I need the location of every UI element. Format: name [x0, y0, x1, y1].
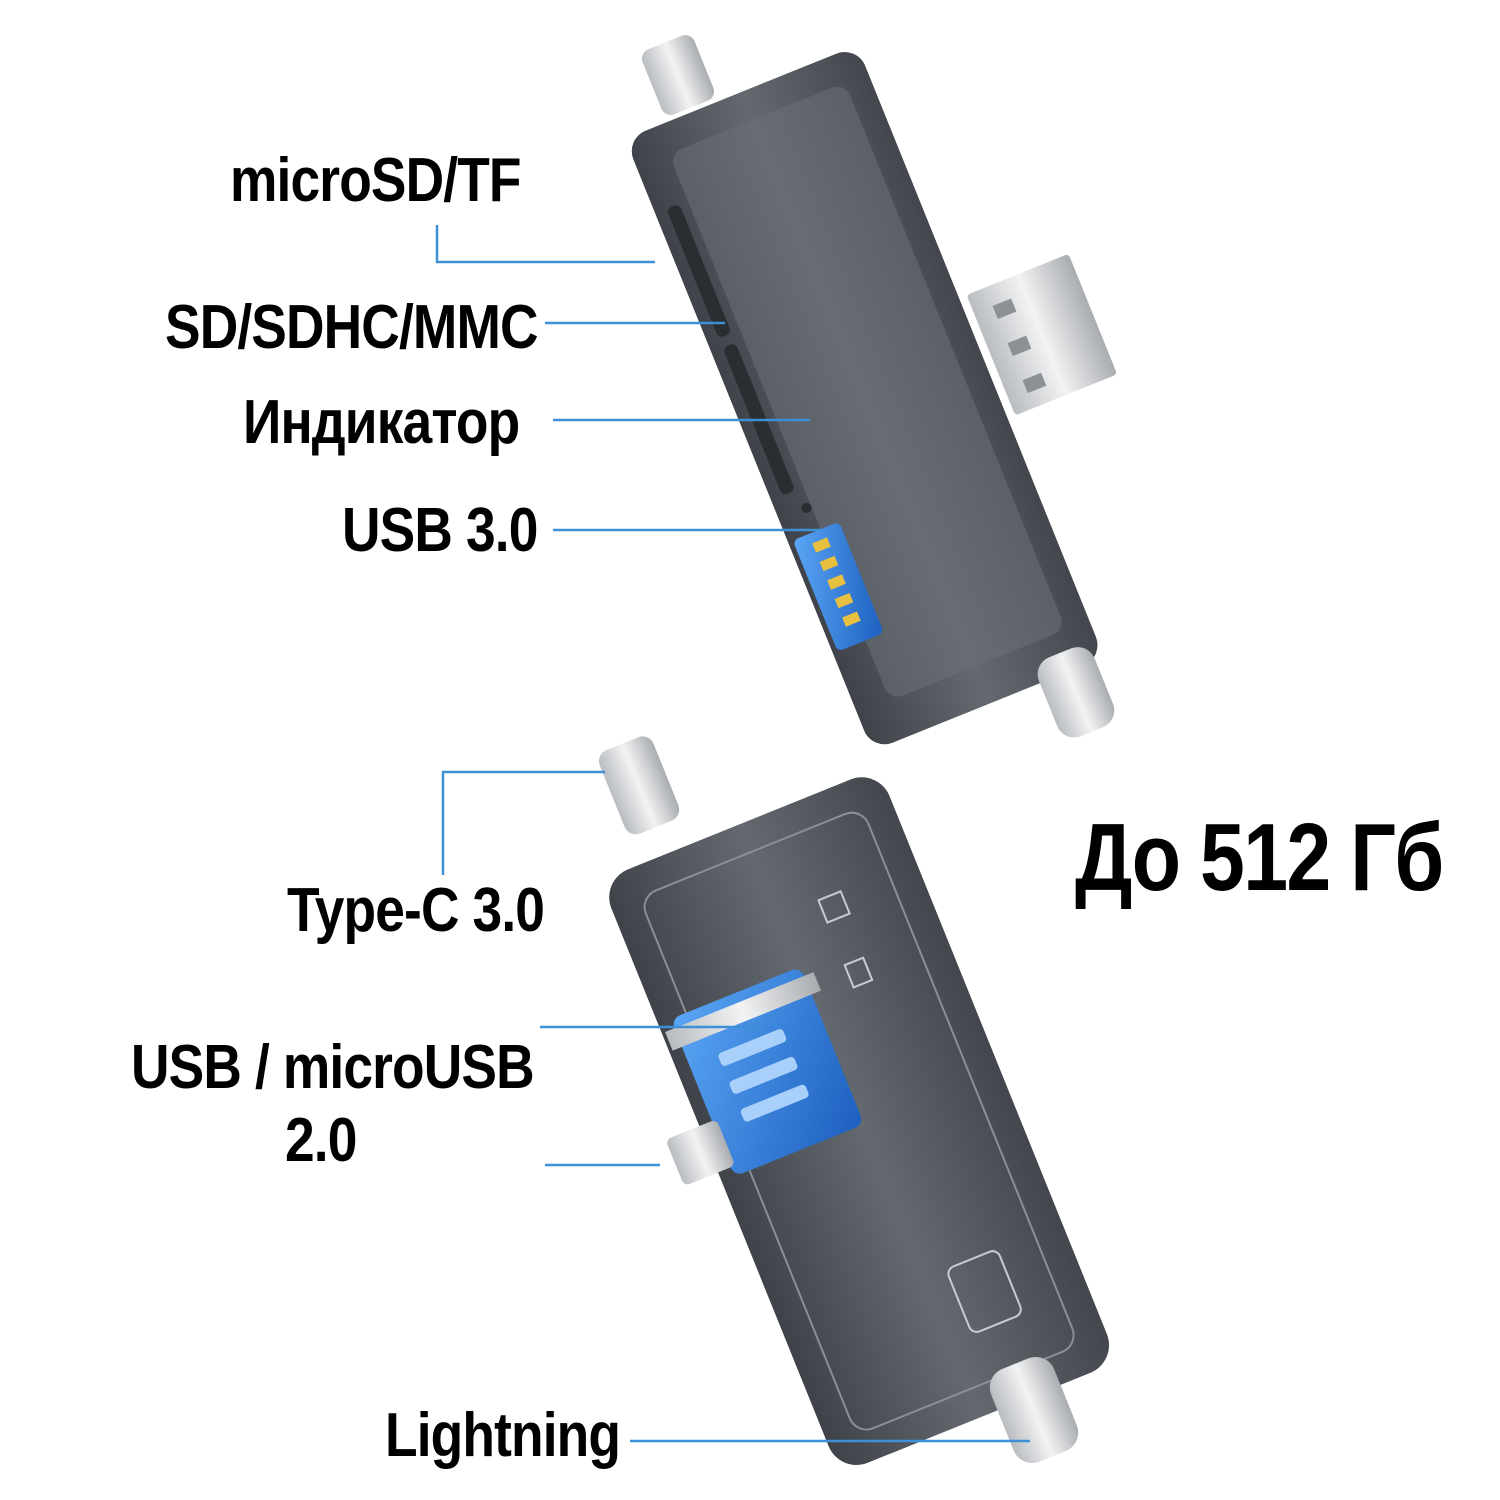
leader-line-microsd	[435, 225, 655, 264]
top-device	[631, 35, 1117, 745]
side-usb-plug	[967, 254, 1117, 415]
lightning-plug-top	[1037, 647, 1115, 738]
type-c-plug-bottom	[598, 736, 680, 835]
leader-line-typec	[441, 770, 605, 875]
label-microsd-tf: microSD/TF	[230, 146, 521, 215]
label-sd-sdhc-mmc: SD/SDHC/MMC	[165, 293, 539, 362]
label-indicator: Индикатор	[243, 388, 520, 457]
type-c-plug-top	[641, 35, 715, 115]
label-usb-3: USB 3.0	[342, 496, 538, 565]
capacity-headline: До 512 Гб	[1075, 804, 1444, 911]
lightning-plug-bottom	[989, 1356, 1079, 1464]
label-lightning: Lightning	[385, 1401, 621, 1470]
bottom-device	[598, 736, 1110, 1465]
top-device-body	[631, 51, 1098, 745]
label-usb-microusb: USB / microUSB	[131, 1033, 535, 1102]
label-type-c: Type-C 3.0	[287, 876, 545, 945]
leader-lines	[435, 225, 1030, 1443]
usb-microusb-swivel	[665, 969, 862, 1185]
label-usb-microusb-version: 2.0	[285, 1106, 357, 1175]
